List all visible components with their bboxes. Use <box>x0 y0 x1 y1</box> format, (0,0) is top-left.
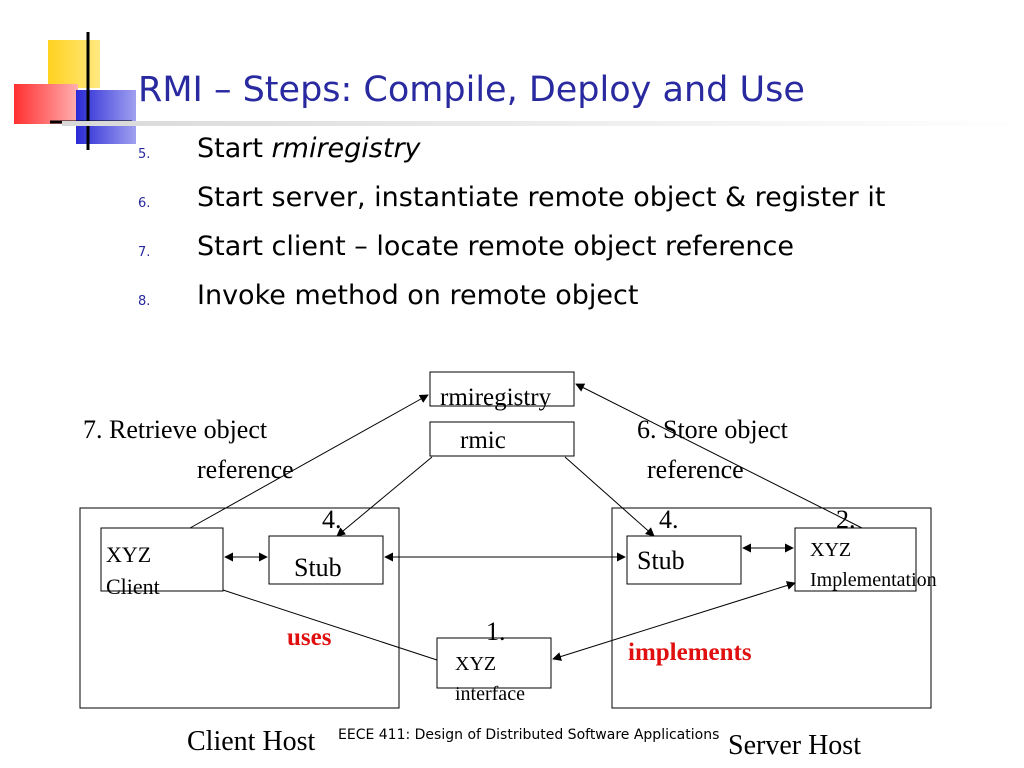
implements-label: implements <box>628 639 752 666</box>
client-stub-label: Stub <box>294 553 342 582</box>
bullet-text: Start client – locate remote object refe… <box>197 231 794 262</box>
client-stub-box <box>268 535 384 585</box>
client-host-box <box>79 507 400 709</box>
rmiregistry-label: rmiregistry <box>440 384 552 411</box>
bullet-number: 8. <box>138 294 151 309</box>
rmiregistry-box <box>429 371 575 407</box>
bullet-number: 6. <box>138 196 151 211</box>
client-host-label: Client Host <box>187 726 316 757</box>
xyz-interface-box <box>436 637 552 689</box>
retrieve-arrow <box>189 394 429 529</box>
server-step-label: 4. <box>659 505 679 534</box>
bullet-text: Start server, instantiate remote object … <box>197 182 886 213</box>
retrieve-label-line2: reference <box>197 455 294 484</box>
client-label-line1: XYZ <box>106 542 151 567</box>
rmic-to-client-stub-arrow <box>336 456 433 537</box>
retrieve-label-line1: 7. Retrieve object <box>83 415 268 444</box>
store-arrow <box>575 383 863 529</box>
client-label-line2: Client <box>106 574 160 599</box>
rmic-label: rmic <box>460 427 506 454</box>
store-label-line1: 6. Store object <box>637 415 789 444</box>
rmic-box <box>429 421 575 457</box>
server-host-label: Server Host <box>728 730 861 761</box>
bullet-number: 7. <box>138 245 151 260</box>
interface-label-line1: XYZ <box>455 653 496 675</box>
uses-line <box>222 589 438 661</box>
title-underline <box>62 121 1024 126</box>
client-step-label: 4. <box>322 505 342 534</box>
xyz-client-box <box>100 527 224 592</box>
impl-label-line1: XYZ <box>810 539 851 561</box>
uses-label: uses <box>287 624 332 651</box>
bullet-text: Start rmiregistry <box>197 133 421 164</box>
server-stub-label: Stub <box>637 546 685 575</box>
bullet-text: Invoke method on remote object <box>197 280 639 311</box>
impl-step-label: 2. <box>836 505 856 534</box>
xyz-implementation-box <box>794 527 917 592</box>
impl-label-line2: Implementation <box>810 569 937 591</box>
bullet-emphasis: rmiregistry <box>271 133 421 164</box>
interface-step-label: 1. <box>486 617 506 646</box>
bullet-number: 5. <box>138 147 151 162</box>
interface-label-line2: interface <box>455 683 525 705</box>
page-title: RMI – Steps: Compile, Deploy and Use <box>138 70 805 110</box>
implements-arrow <box>552 581 796 661</box>
store-label-line2: reference <box>647 455 744 484</box>
footer-text: EECE 411: Design of Distributed Software… <box>338 727 720 743</box>
rmic-to-server-stub-arrow <box>564 456 655 537</box>
